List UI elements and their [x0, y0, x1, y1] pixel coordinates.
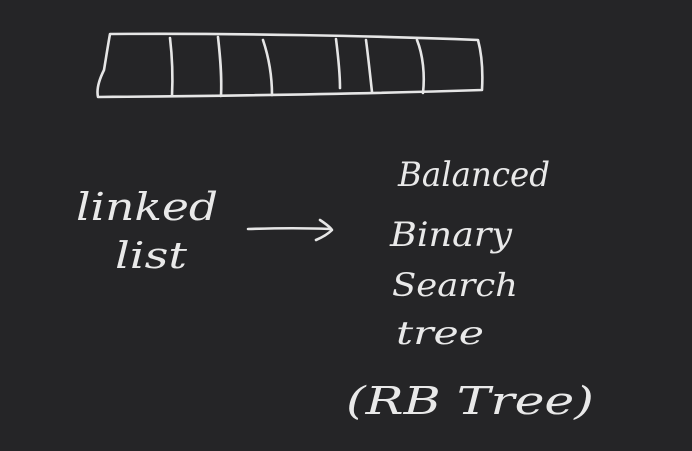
- array-divider: [168, 36, 174, 98]
- note-balanced: Balanced: [397, 155, 550, 195]
- array-divider: [334, 37, 342, 90]
- note-tree: tree: [396, 314, 484, 352]
- array-diagram: [96, 32, 484, 99]
- note-binary: Binary: [389, 215, 513, 255]
- array-outline: [96, 32, 484, 99]
- note-linked: linked: [76, 185, 218, 229]
- array-divider: [415, 38, 426, 95]
- note-list: list: [115, 236, 188, 277]
- note-search: Search: [392, 266, 518, 304]
- array-divider: [216, 35, 223, 98]
- array-divider: [364, 38, 374, 94]
- note-rb-tree: (RB Tree): [346, 379, 594, 423]
- right-arrow-icon: [246, 218, 334, 242]
- array-divider: [261, 38, 274, 97]
